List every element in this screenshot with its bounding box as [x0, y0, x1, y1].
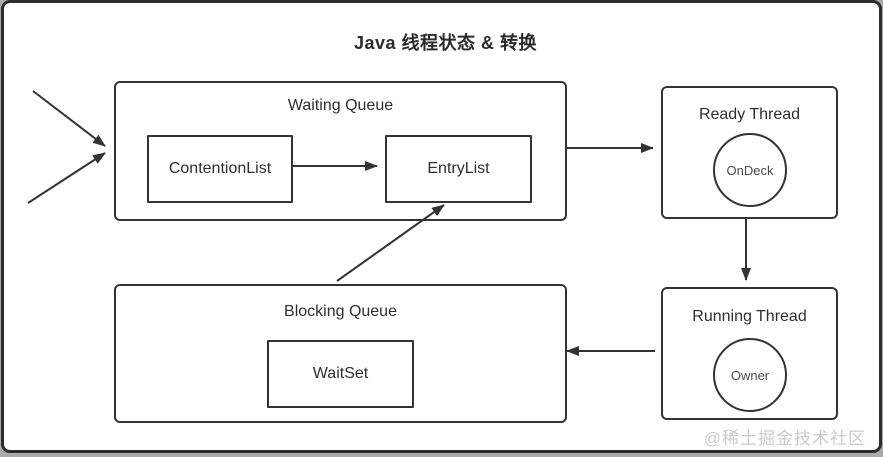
ready-thread-label: Ready Thread — [698, 106, 801, 123]
contention-list-label: ContentionList — [168, 160, 272, 177]
entry-list-box: EntryList — [385, 135, 532, 203]
running-thread-label: Running Thread — [692, 308, 807, 325]
owner-label: Owner — [730, 367, 770, 383]
ondeck-label: OnDeck — [726, 162, 774, 178]
owner-circle: Owner — [713, 338, 787, 412]
blocking-queue-label: Blocking Queue — [284, 303, 397, 320]
watermark: @稀土掘金技术社区 — [703, 429, 866, 448]
wait-set-label: WaitSet — [312, 365, 369, 382]
diagram-title: Java 线程状态 & 转换 — [353, 33, 538, 53]
entry-list-label: EntryList — [427, 160, 490, 177]
ondeck-circle: OnDeck — [713, 133, 787, 207]
contention-list-box: ContentionList — [147, 135, 293, 203]
wait-set-box: WaitSet — [267, 340, 414, 408]
waiting-queue-label: Waiting Queue — [287, 97, 394, 114]
